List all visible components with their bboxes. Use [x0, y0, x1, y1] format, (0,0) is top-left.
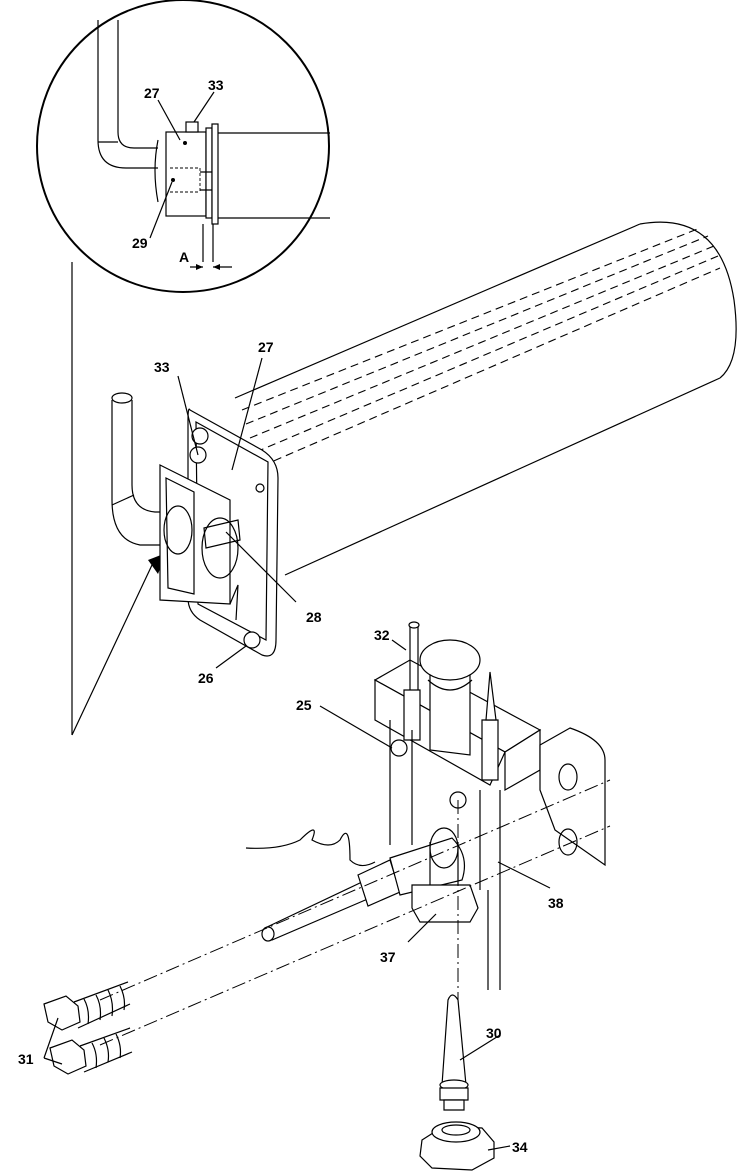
- callout-33-detail: 33: [208, 77, 224, 93]
- callout-27-main: 27: [258, 339, 274, 355]
- pilot-assembly-main: 33 27 28 26: [111, 339, 322, 686]
- callout-33-main: 33: [154, 359, 170, 375]
- screws-31: 31: [18, 981, 133, 1075]
- burner-tube: [234, 221, 737, 576]
- centerline-upper: [99, 779, 611, 1001]
- callout-37: 37: [380, 949, 396, 965]
- callout-25: 25: [296, 697, 312, 713]
- detail-circle: [36, 0, 330, 293]
- callout-34: 34: [512, 1139, 528, 1155]
- callout-38: 38: [548, 895, 564, 911]
- callout-31: 31: [18, 1051, 34, 1067]
- callout-28-main: 28: [306, 609, 322, 625]
- callout-26-main: 26: [198, 670, 214, 686]
- detail-view: 27 33 29 A: [36, 0, 330, 293]
- centerline-lower: [99, 825, 611, 1046]
- callout-27-detail: 27: [144, 85, 160, 101]
- orifice-and-nut: 30 34: [419, 994, 528, 1171]
- callout-32: 32: [374, 627, 390, 643]
- callout-30: 30: [486, 1025, 502, 1041]
- callout-29-detail: 29: [132, 235, 148, 251]
- pilot-bracket: 32 25 38 37: [245, 621, 606, 990]
- dimension-a-label: A: [179, 249, 189, 265]
